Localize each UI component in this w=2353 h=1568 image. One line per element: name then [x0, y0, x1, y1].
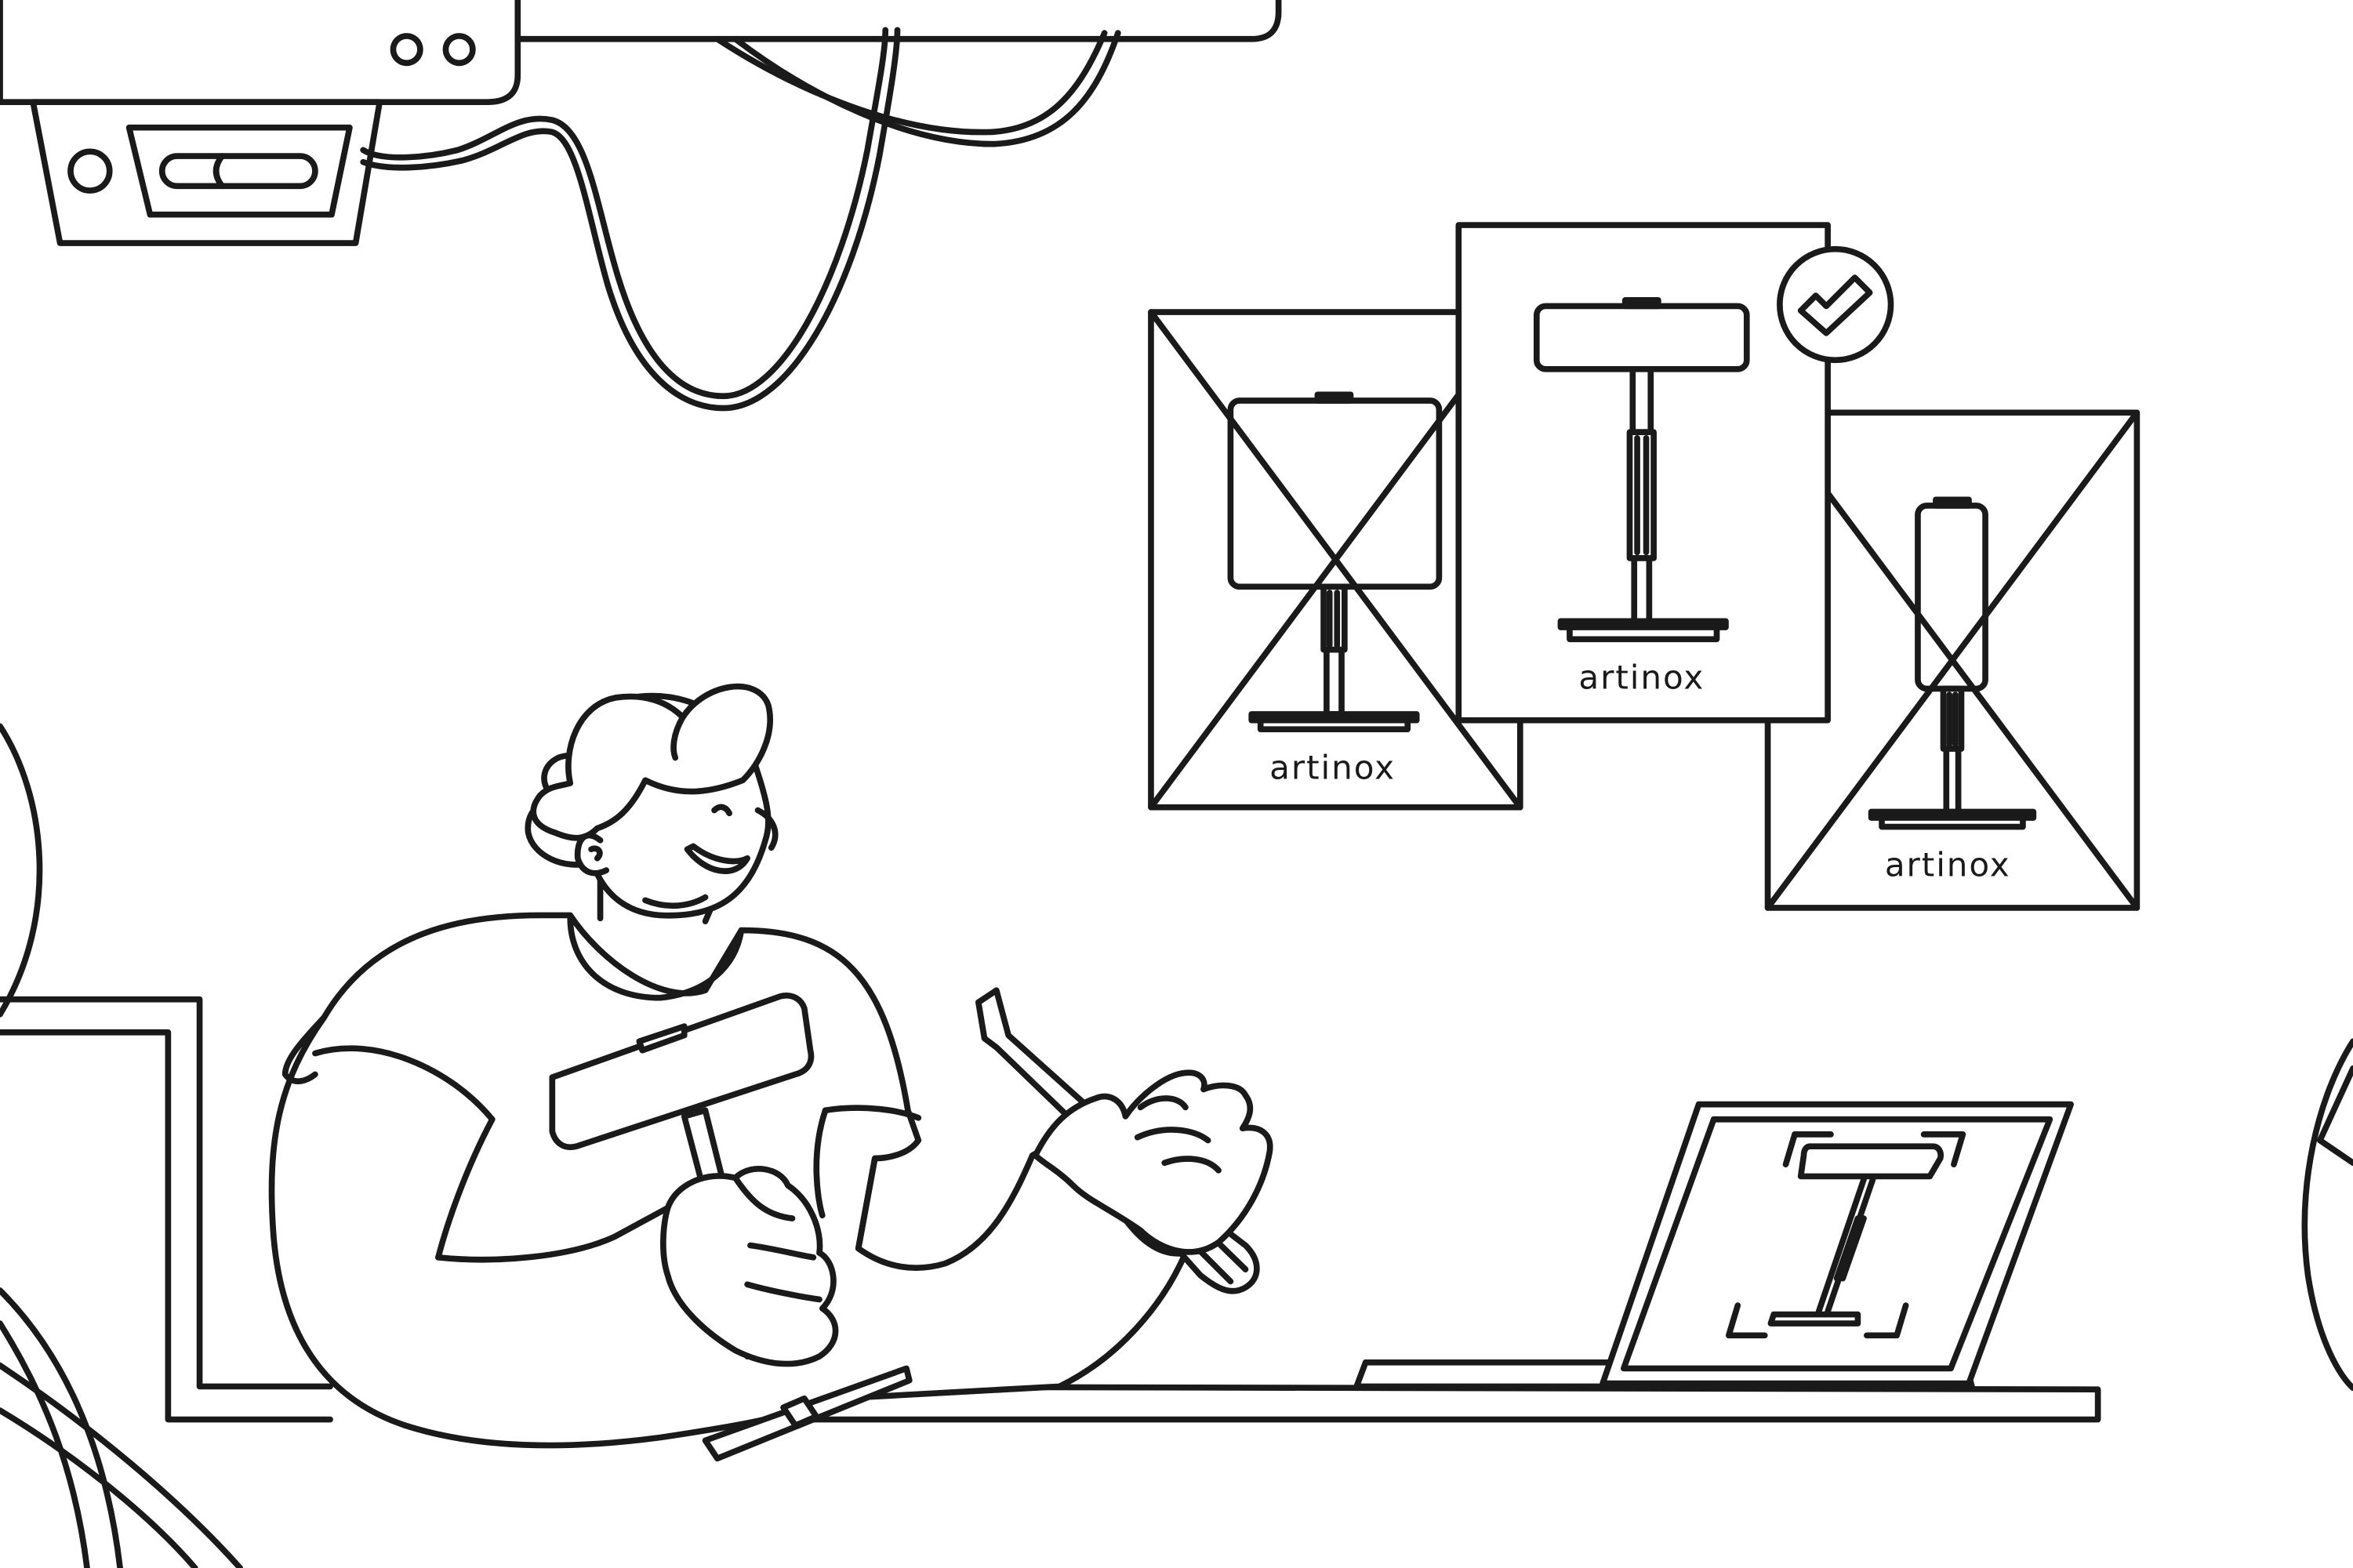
- plant-leaf-right: [2301, 1038, 2353, 1392]
- brand-label: artinox: [1269, 748, 1396, 786]
- chair: [0, 996, 333, 1423]
- checkmark-icon: [1777, 245, 1894, 364]
- plant-leaf-left: [0, 723, 244, 1568]
- right-hand: [1032, 1069, 1273, 1255]
- hanging-cables: [360, 27, 1121, 412]
- design-card-approved: artinox: [1455, 222, 1831, 724]
- laptop: [1353, 1101, 2074, 1390]
- left-hand: [660, 1166, 839, 1367]
- brand-label: artinox: [1885, 846, 2011, 884]
- brand-label: artinox: [1578, 658, 1705, 696]
- overhead-device: [0, 0, 1282, 246]
